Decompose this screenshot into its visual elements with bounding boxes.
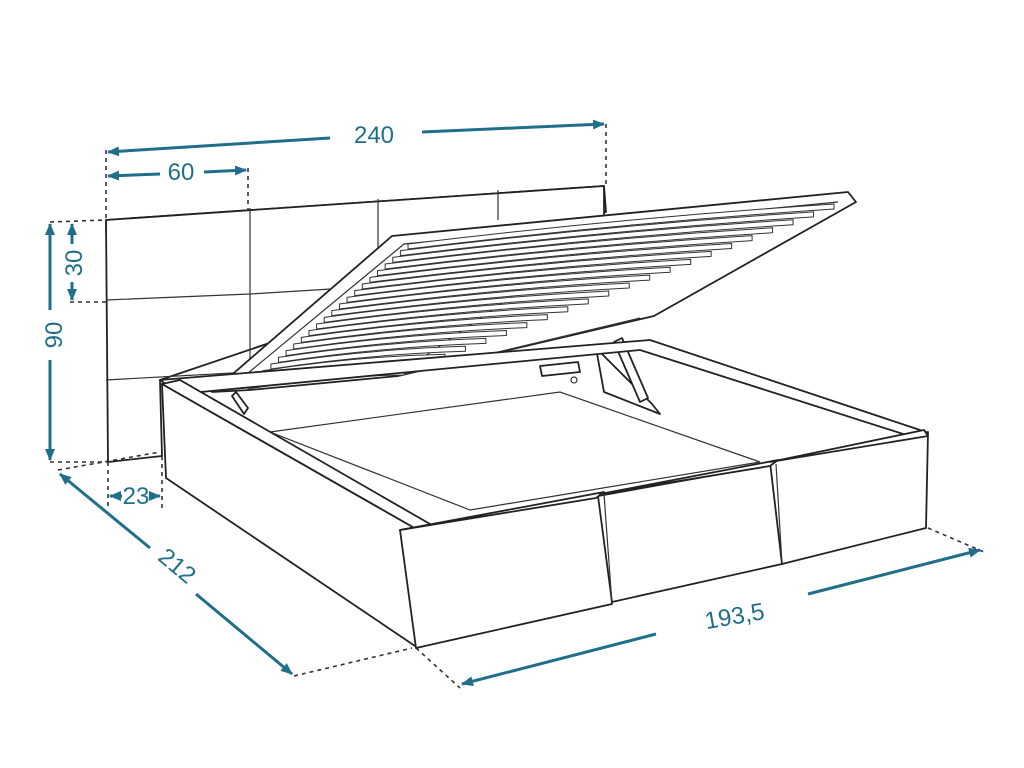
slat bbox=[293, 322, 528, 350]
slat bbox=[392, 219, 794, 263]
slat bbox=[377, 235, 753, 277]
dim-label-panel-width: 60 bbox=[168, 159, 195, 186]
dim-label-headboard-width: 240 bbox=[354, 122, 394, 149]
slat bbox=[300, 314, 548, 343]
dim-label-frame-width: 193,5 bbox=[703, 598, 767, 635]
slat bbox=[407, 203, 835, 250]
dim-line-212-bottom bbox=[195, 592, 293, 676]
slat bbox=[338, 274, 651, 310]
slat bbox=[399, 211, 815, 257]
slat bbox=[285, 329, 507, 357]
dim-line-60-left bbox=[107, 170, 161, 181]
dim-line-1935-right bbox=[807, 547, 981, 596]
dim-label-panel-height: 30 bbox=[61, 250, 88, 277]
dimension-lines bbox=[45, 119, 981, 687]
dim-label-headboard-depth: 23 bbox=[123, 483, 150, 510]
slat bbox=[361, 250, 712, 290]
slat bbox=[270, 345, 466, 370]
slat bbox=[369, 242, 733, 283]
slat bbox=[316, 298, 589, 330]
dim-line-240-left bbox=[107, 136, 331, 157]
dim-line-1935-left bbox=[461, 632, 657, 687]
lifting-slat-frame bbox=[211, 191, 857, 393]
dim-label-length: 212 bbox=[153, 543, 201, 589]
slat bbox=[323, 290, 610, 323]
dim-line-60-right bbox=[203, 165, 247, 176]
slats bbox=[247, 203, 835, 390]
slat bbox=[354, 258, 692, 297]
dim-line-212-top bbox=[59, 472, 151, 550]
dim-line-240-right bbox=[421, 119, 605, 134]
slat bbox=[277, 337, 487, 363]
dim-label-headboard-height: 90 bbox=[41, 322, 68, 349]
slat bbox=[308, 306, 569, 337]
gas-lift-mechanism bbox=[231, 337, 661, 415]
slat bbox=[346, 266, 671, 303]
slat bbox=[384, 227, 774, 270]
slat bbox=[331, 282, 630, 317]
storage-base bbox=[159, 339, 929, 649]
